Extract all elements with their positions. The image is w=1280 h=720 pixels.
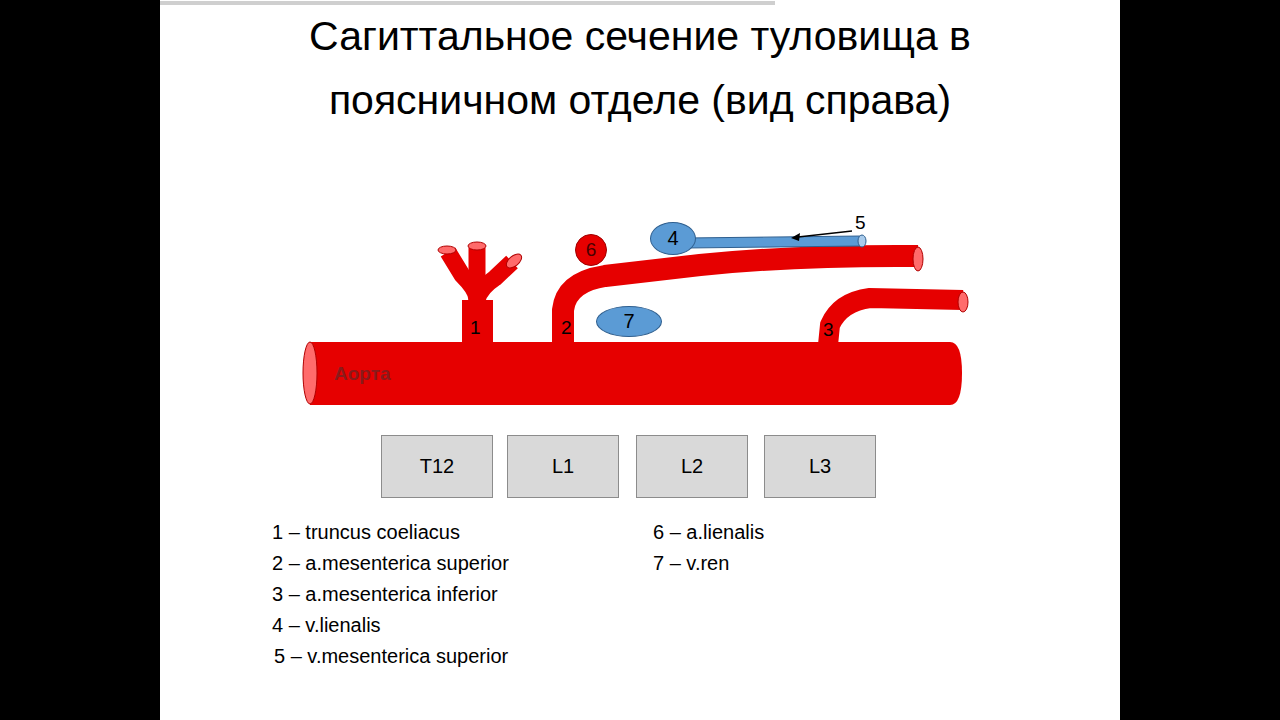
progress-bar [160, 1, 775, 5]
node-label: L2 [681, 455, 703, 478]
slide-title: Сагиттальное сечение туловища в поясничн… [240, 4, 1040, 132]
node-label: 4 [667, 227, 678, 250]
vertebra-box: L2 [636, 435, 748, 498]
node-label: 6 [586, 239, 597, 261]
v-lienalis-ellipse: 4 [650, 222, 696, 255]
v-renalis-ellipse: 7 [596, 306, 662, 337]
a-lienalis-circle: 6 [575, 234, 607, 266]
aorta: Аорта [310, 342, 962, 405]
node-label: T12 [420, 455, 454, 478]
callout-number: 3 [823, 318, 834, 342]
legend-text: 1 – truncus coeliacus [272, 520, 460, 544]
vertebra-box: T12 [381, 435, 493, 498]
callout-number: 2 [561, 316, 572, 340]
leader-line [798, 231, 852, 237]
vertebra-box: L1 [507, 435, 619, 498]
node-label: Аорта [334, 363, 391, 385]
node-label: L3 [809, 455, 831, 478]
node-label: 7 [623, 310, 634, 333]
leader-arrowhead [791, 233, 800, 241]
truncus-coeliacus [448, 248, 512, 345]
legend-text: 4 – v.lienalis [272, 613, 381, 637]
legend-text: 2 – a.mesenterica superior [272, 551, 509, 575]
legend-text: 7 – v.ren [653, 551, 729, 575]
callout-number: 5 [855, 211, 866, 235]
legend-text: 6 – a.lienalis [653, 520, 764, 544]
aorta-cylinder [310, 342, 962, 405]
legend-text: 3 – a.mesenterica inferior [272, 582, 498, 606]
vertebra-box: L3 [764, 435, 876, 498]
node-label: L1 [552, 455, 574, 478]
callout-number: 1 [470, 316, 481, 340]
a-mesenterica-inferior [828, 298, 963, 345]
legend-text: 5 – v.mesenterica superior [274, 644, 508, 668]
v-mesenterica-superior [686, 236, 862, 248]
